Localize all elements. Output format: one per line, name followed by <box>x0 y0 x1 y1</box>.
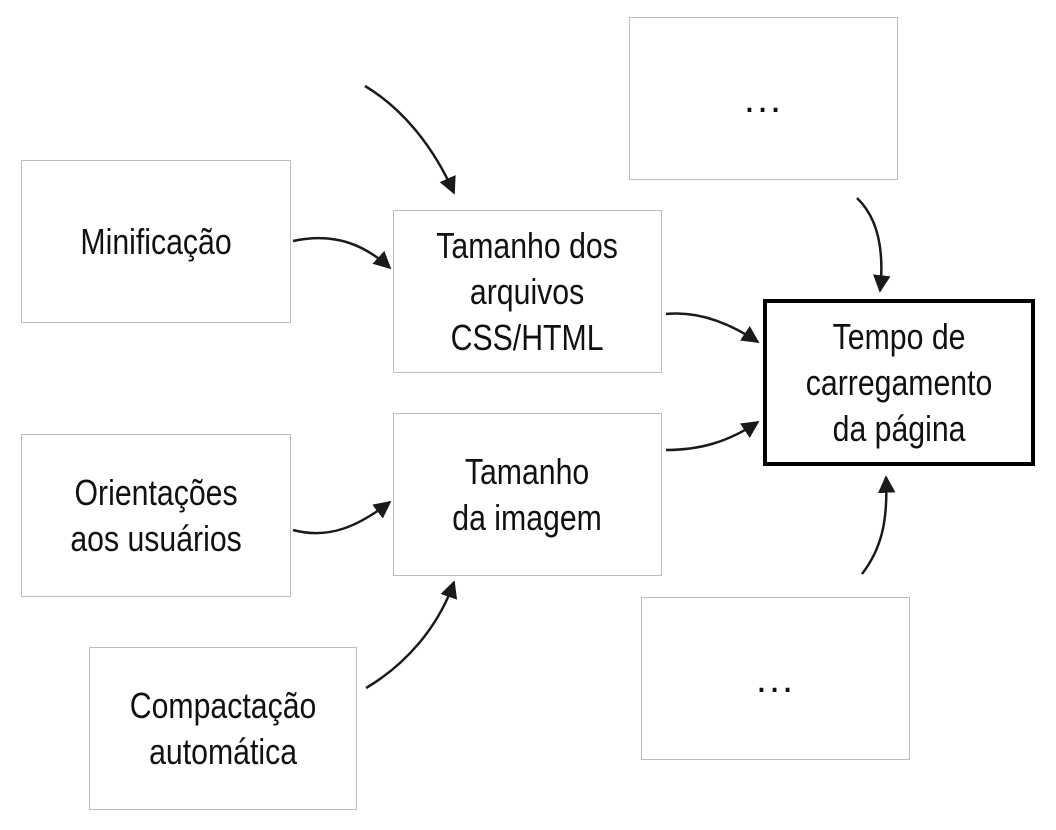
node-minificacao-label: Minificação <box>80 220 232 262</box>
node-tamanho-arquivos-label: Tamanho dos arquivos CSS/HTML <box>436 224 619 358</box>
node-orientacoes: Orientações aos usuários <box>21 434 291 597</box>
node-outro-baixo-label: ... <box>755 656 796 701</box>
arrow-file-size-to-load-time <box>665 312 760 344</box>
node-tempo-carregamento-label: Tempo de carregamento da página <box>805 315 993 449</box>
node-outro-topo: ... <box>629 17 898 180</box>
node-compactacao-label: Compactação automática <box>129 684 317 772</box>
arrow-bottom-other-to-load-time <box>861 475 896 575</box>
node-outro-baixo: ... <box>641 597 910 760</box>
arrow-incoming-top-to-file-size <box>364 84 456 195</box>
arrow-top-other-to-load-time <box>856 197 891 293</box>
arrow-compression-to-image-size <box>365 580 458 690</box>
node-tamanho-imagem-label: Tamanho da imagem <box>452 450 603 538</box>
node-orientacoes-label: Orientações aos usuários <box>70 471 242 559</box>
node-tamanho-imagem: Tamanho da imagem <box>393 413 662 576</box>
arrow-user-guidance-to-image-size <box>292 500 392 535</box>
node-tempo-carregamento: Tempo de carregamento da página <box>763 299 1035 466</box>
node-outro-topo-label: ... <box>743 76 784 121</box>
node-minificacao: Minificação <box>21 160 291 323</box>
node-compactacao: Compactação automática <box>89 647 357 810</box>
arrow-image-size-to-load-time <box>665 420 760 452</box>
arrow-minification-to-file-size <box>292 236 392 270</box>
node-tamanho-arquivos: Tamanho dos arquivos CSS/HTML <box>393 210 662 373</box>
